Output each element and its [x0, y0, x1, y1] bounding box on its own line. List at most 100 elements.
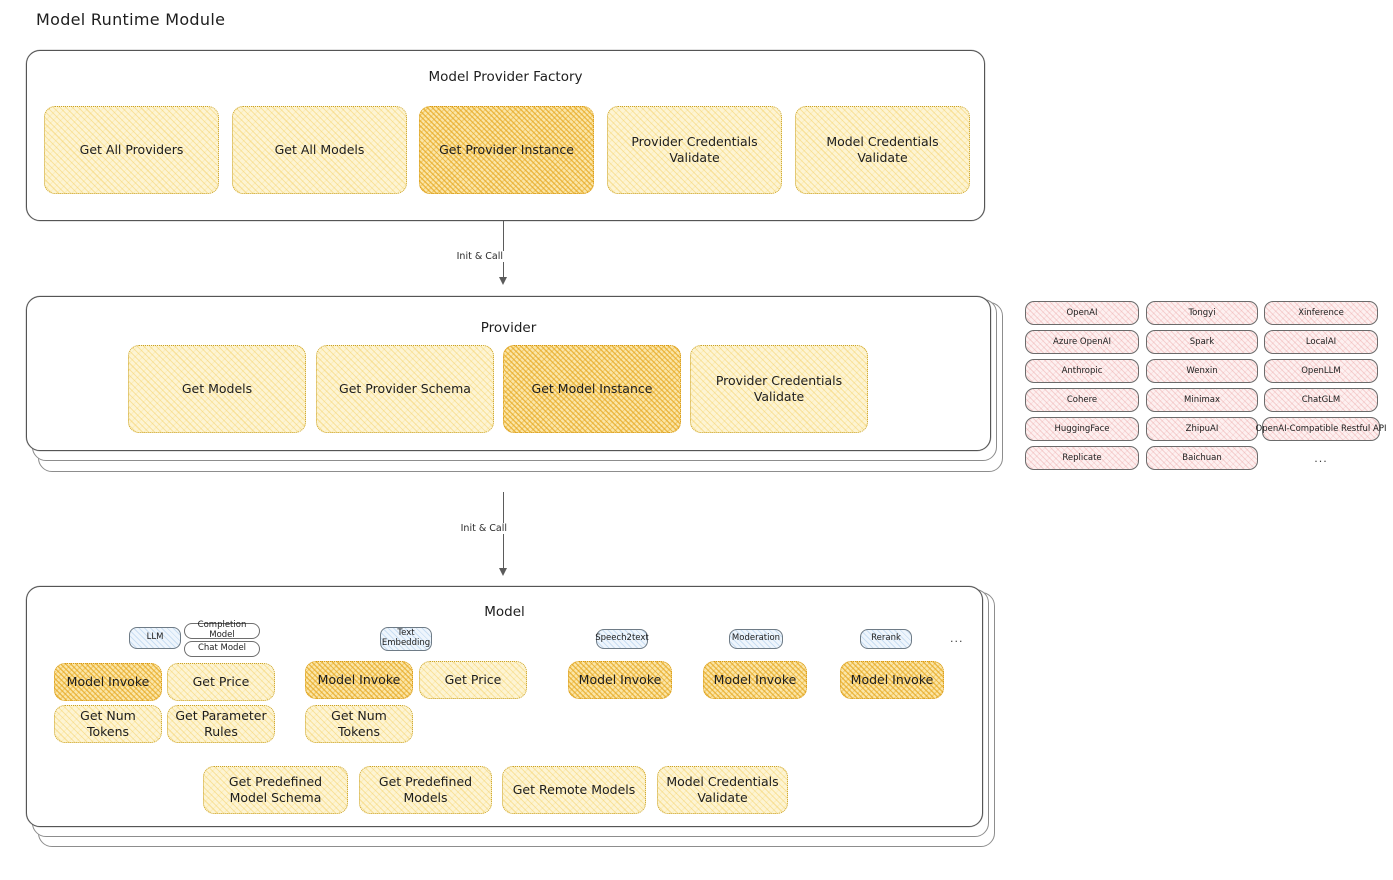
provider-chip-anthropic[interactable]: Anthropic [1025, 359, 1139, 383]
provider-chip-spark[interactable]: Spark [1146, 330, 1258, 354]
provider-chip-baichuan[interactable]: Baichuan [1146, 446, 1258, 470]
factory-item-get-provider-instance[interactable]: Get Provider Instance [419, 106, 594, 194]
provider-chip-openai[interactable]: OpenAI [1025, 301, 1139, 325]
model-type-label: LLM [146, 632, 164, 643]
rerank-method-model-invoke[interactable]: Model Invoke [840, 661, 944, 699]
llm-method-get-parameter-rules[interactable]: Get Parameter Rules [167, 705, 275, 743]
provider-chip-label: OpenAI [1066, 308, 1098, 318]
model-type-tag-speech2text[interactable]: Speech2text [595, 629, 649, 649]
model-title: Model [484, 604, 525, 620]
method-label: Model Invoke [66, 674, 150, 690]
provider-chip-replicate[interactable]: Replicate [1025, 446, 1139, 470]
provider-item-get-models[interactable]: Get Models [128, 345, 306, 433]
factory-item-label: Get Provider Instance [439, 142, 574, 158]
provider-chip-minimax[interactable]: Minimax [1146, 388, 1258, 412]
provider-chip-label: Wenxin [1186, 366, 1218, 376]
factory-item-provider-credentials-validate[interactable]: Provider Credentials Validate [607, 106, 782, 194]
model-shared-method-model-credentials-validate[interactable]: Model Credentials Validate [657, 766, 788, 814]
page-title: Model Runtime Module [36, 10, 226, 29]
provider-chip-label: Xinference [1298, 308, 1344, 318]
method-label: Get Num Tokens [331, 708, 387, 739]
arrow-provider-to-model-head [499, 568, 507, 576]
provider-chip-label: HuggingFace [1054, 424, 1110, 434]
text-embedding-method-get-num-tokens[interactable]: Get Num Tokens [305, 705, 413, 743]
provider-chip-openai-compatible-restful-api[interactable]: OpenAI-Compatible Restful API [1256, 417, 1386, 441]
provider-chip-localai[interactable]: LocalAI [1264, 330, 1378, 354]
method-label: Model Invoke [578, 672, 662, 688]
factory-item-label: Provider Credentials Validate [631, 134, 758, 165]
factory-item-label: Get All Models [274, 142, 365, 158]
provider-chip-zhipuai[interactable]: ZhipuAI [1146, 417, 1258, 441]
method-label: Get Remote Models [512, 782, 636, 798]
model-type-label: Rerank [871, 633, 901, 644]
model-type-tag-llm[interactable]: LLM [129, 627, 181, 649]
factory-item-get-all-providers[interactable]: Get All Providers [44, 106, 219, 194]
provider-chip-label: Minimax [1184, 395, 1220, 405]
method-label: Get Num Tokens [80, 708, 136, 739]
model-subtype-label: Completion Model [197, 620, 247, 640]
model-subtype-label: Chat Model [197, 643, 247, 654]
provider-chip-label: Azure OpenAI [1053, 337, 1111, 347]
method-label: Get Parameter Rules [175, 708, 267, 739]
method-label: Get Predefined Models [378, 774, 473, 805]
arrow-factory-to-provider-head [499, 277, 507, 285]
provider-item-label: Provider Credentials Validate [715, 373, 843, 404]
text-embedding-method-model-invoke[interactable]: Model Invoke [305, 661, 413, 699]
llm-method-model-invoke[interactable]: Model Invoke [54, 663, 162, 701]
method-label: Model Credentials Validate [666, 774, 779, 805]
provider-chip-label: OpenLLM [1301, 366, 1341, 376]
provider-chip-wenxin[interactable]: Wenxin [1146, 359, 1258, 383]
model-type-label: Moderation [731, 633, 781, 644]
arrow-provider-to-model-label: Init & Call [436, 523, 510, 534]
model-type-label: Speech2text [595, 633, 649, 644]
model-shared-method-get-predefined-models[interactable]: Get Predefined Models [359, 766, 492, 814]
factory-item-model-credentials-validate[interactable]: Model Credentials Validate [795, 106, 970, 194]
arrow-factory-to-provider-line [503, 221, 504, 279]
provider-chip-huggingface[interactable]: HuggingFace [1025, 417, 1139, 441]
provider-chip-label: ChatGLM [1301, 395, 1341, 405]
method-label: Get Price [444, 672, 502, 688]
factory-item-label: Model Credentials Validate [826, 134, 939, 165]
model-type-tag-rerank[interactable]: Rerank [860, 629, 912, 649]
method-label: Model Invoke [317, 672, 401, 688]
model-type-tag-text-embedding[interactable]: Text Embedding [380, 627, 432, 651]
provider-chip-label: Baichuan [1182, 453, 1222, 463]
provider-chip-xinference[interactable]: Xinference [1264, 301, 1378, 325]
provider-chip-label: Spark [1189, 337, 1215, 347]
provider-chip-azure-openai[interactable]: Azure OpenAI [1025, 330, 1139, 354]
provider-chip-label: Tongyi [1188, 308, 1216, 318]
provider-chip-cohere[interactable]: Cohere [1025, 388, 1139, 412]
model-type-tag-moderation[interactable]: Moderation [729, 629, 783, 649]
provider-item-provider-credentials-validate[interactable]: Provider Credentials Validate [690, 345, 868, 433]
provider-item-label: Get Model Instance [531, 381, 653, 397]
provider-chip-label: LocalAI [1305, 337, 1337, 347]
llm-method-get-num-tokens[interactable]: Get Num Tokens [54, 705, 162, 743]
provider-chip-label: ZhipuAI [1185, 424, 1219, 434]
model-types-ellipsis: ... [950, 632, 964, 645]
method-label: Get Price [192, 674, 250, 690]
provider-title: Provider [480, 320, 537, 336]
provider-item-label: Get Provider Schema [339, 381, 471, 397]
provider-chip-label: Replicate [1062, 453, 1102, 463]
moderation-method-model-invoke[interactable]: Model Invoke [703, 661, 807, 699]
method-label: Model Invoke [713, 672, 797, 688]
arrow-factory-to-provider-label: Init & Call [432, 251, 506, 262]
model-shared-method-get-remote-models[interactable]: Get Remote Models [502, 766, 646, 814]
llm-method-get-price[interactable]: Get Price [167, 663, 275, 701]
text-embedding-method-get-price[interactable]: Get Price [419, 661, 527, 699]
provider-chip-tongyi[interactable]: Tongyi [1146, 301, 1258, 325]
model-subtype-tag-completion-model[interactable]: Completion Model [184, 620, 260, 640]
model-type-label: Text Embedding [381, 628, 431, 648]
provider-chip-label: OpenAI-Compatible Restful API [1255, 424, 1387, 434]
model-shared-method-get-predefined-model-schema[interactable]: Get Predefined Model Schema [203, 766, 348, 814]
factory-item-label: Get All Providers [79, 142, 184, 158]
provider-chip-openllm[interactable]: OpenLLM [1264, 359, 1378, 383]
provider-item-get-provider-schema[interactable]: Get Provider Schema [316, 345, 494, 433]
provider-item-get-model-instance[interactable]: Get Model Instance [503, 345, 681, 433]
model-subtype-tag-chat-model[interactable]: Chat Model [184, 641, 260, 657]
factory-item-get-all-models[interactable]: Get All Models [232, 106, 407, 194]
speech2text-method-model-invoke[interactable]: Model Invoke [568, 661, 672, 699]
model-provider-factory-title: Model Provider Factory [428, 69, 583, 85]
provider-chip-chatglm[interactable]: ChatGLM [1264, 388, 1378, 412]
